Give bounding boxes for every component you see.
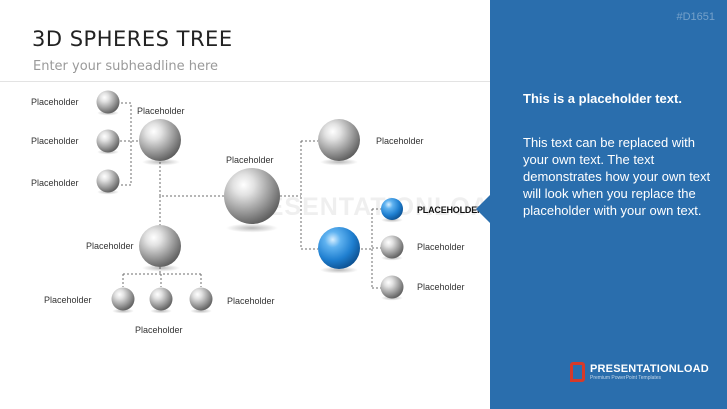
sphere-small <box>96 169 120 193</box>
panel-pointer <box>476 195 490 223</box>
node-label: Placeholder <box>417 242 465 252</box>
sphere-medium <box>139 225 181 267</box>
sphere-small <box>380 235 404 259</box>
sphere-small-blue <box>381 198 403 220</box>
node-label: Placeholder <box>86 241 134 251</box>
header-divider <box>0 81 490 82</box>
sphere-root <box>224 168 280 224</box>
node-label-active: PLACEHOLDER <box>417 205 484 215</box>
sphere-small <box>189 287 213 311</box>
panel-heading: This is a placeholder text. <box>523 91 682 106</box>
node-label: Placeholder <box>137 106 185 116</box>
brand-mark-icon <box>570 362 585 382</box>
sphere-small <box>96 129 120 153</box>
node-label: Placeholder <box>31 97 79 107</box>
brand-name: PRESENTATIONLOAD <box>590 362 709 375</box>
sphere-medium-blue <box>318 227 360 269</box>
sphere-small <box>96 90 120 114</box>
sphere-small <box>111 287 135 311</box>
node-label: Placeholder <box>135 325 183 335</box>
slide-subtitle: Enter your subheadline here <box>33 59 218 74</box>
node-label: Placeholder <box>376 136 424 146</box>
connectors <box>120 102 381 289</box>
tree-graphics <box>96 90 404 314</box>
brand-logo: PRESENTATIONLOAD Premium PowerPoint Temp… <box>570 362 709 382</box>
node-label: Placeholder <box>227 296 275 306</box>
node-label: Placeholder <box>31 136 79 146</box>
sphere-medium <box>139 119 181 161</box>
info-panel: #D1651 This is a placeholder text. This … <box>490 0 727 409</box>
node-label: Placeholder <box>417 282 465 292</box>
brand-tagline: Premium PowerPoint Templates <box>590 374 662 381</box>
slide-code: #D1651 <box>676 11 715 23</box>
connector-blue-branches <box>372 208 381 289</box>
connector-top-left-bracket <box>121 102 132 186</box>
node-label: Placeholder <box>44 295 92 305</box>
slide-title: 3D SPHERES TREE <box>32 27 233 51</box>
connector-bottom-children-drops <box>122 274 202 287</box>
sphere-small <box>380 275 404 299</box>
sphere-medium <box>318 119 360 161</box>
spheres-tree-diagram: PRESENTATIONLOAD <box>31 90 508 335</box>
connector-top-parent-root <box>159 162 224 197</box>
node-label: Placeholder <box>226 155 274 165</box>
node-label: Placeholder <box>31 178 79 188</box>
sphere-small <box>149 287 173 311</box>
panel-body-text: This text can be replaced with your own … <box>523 135 711 218</box>
